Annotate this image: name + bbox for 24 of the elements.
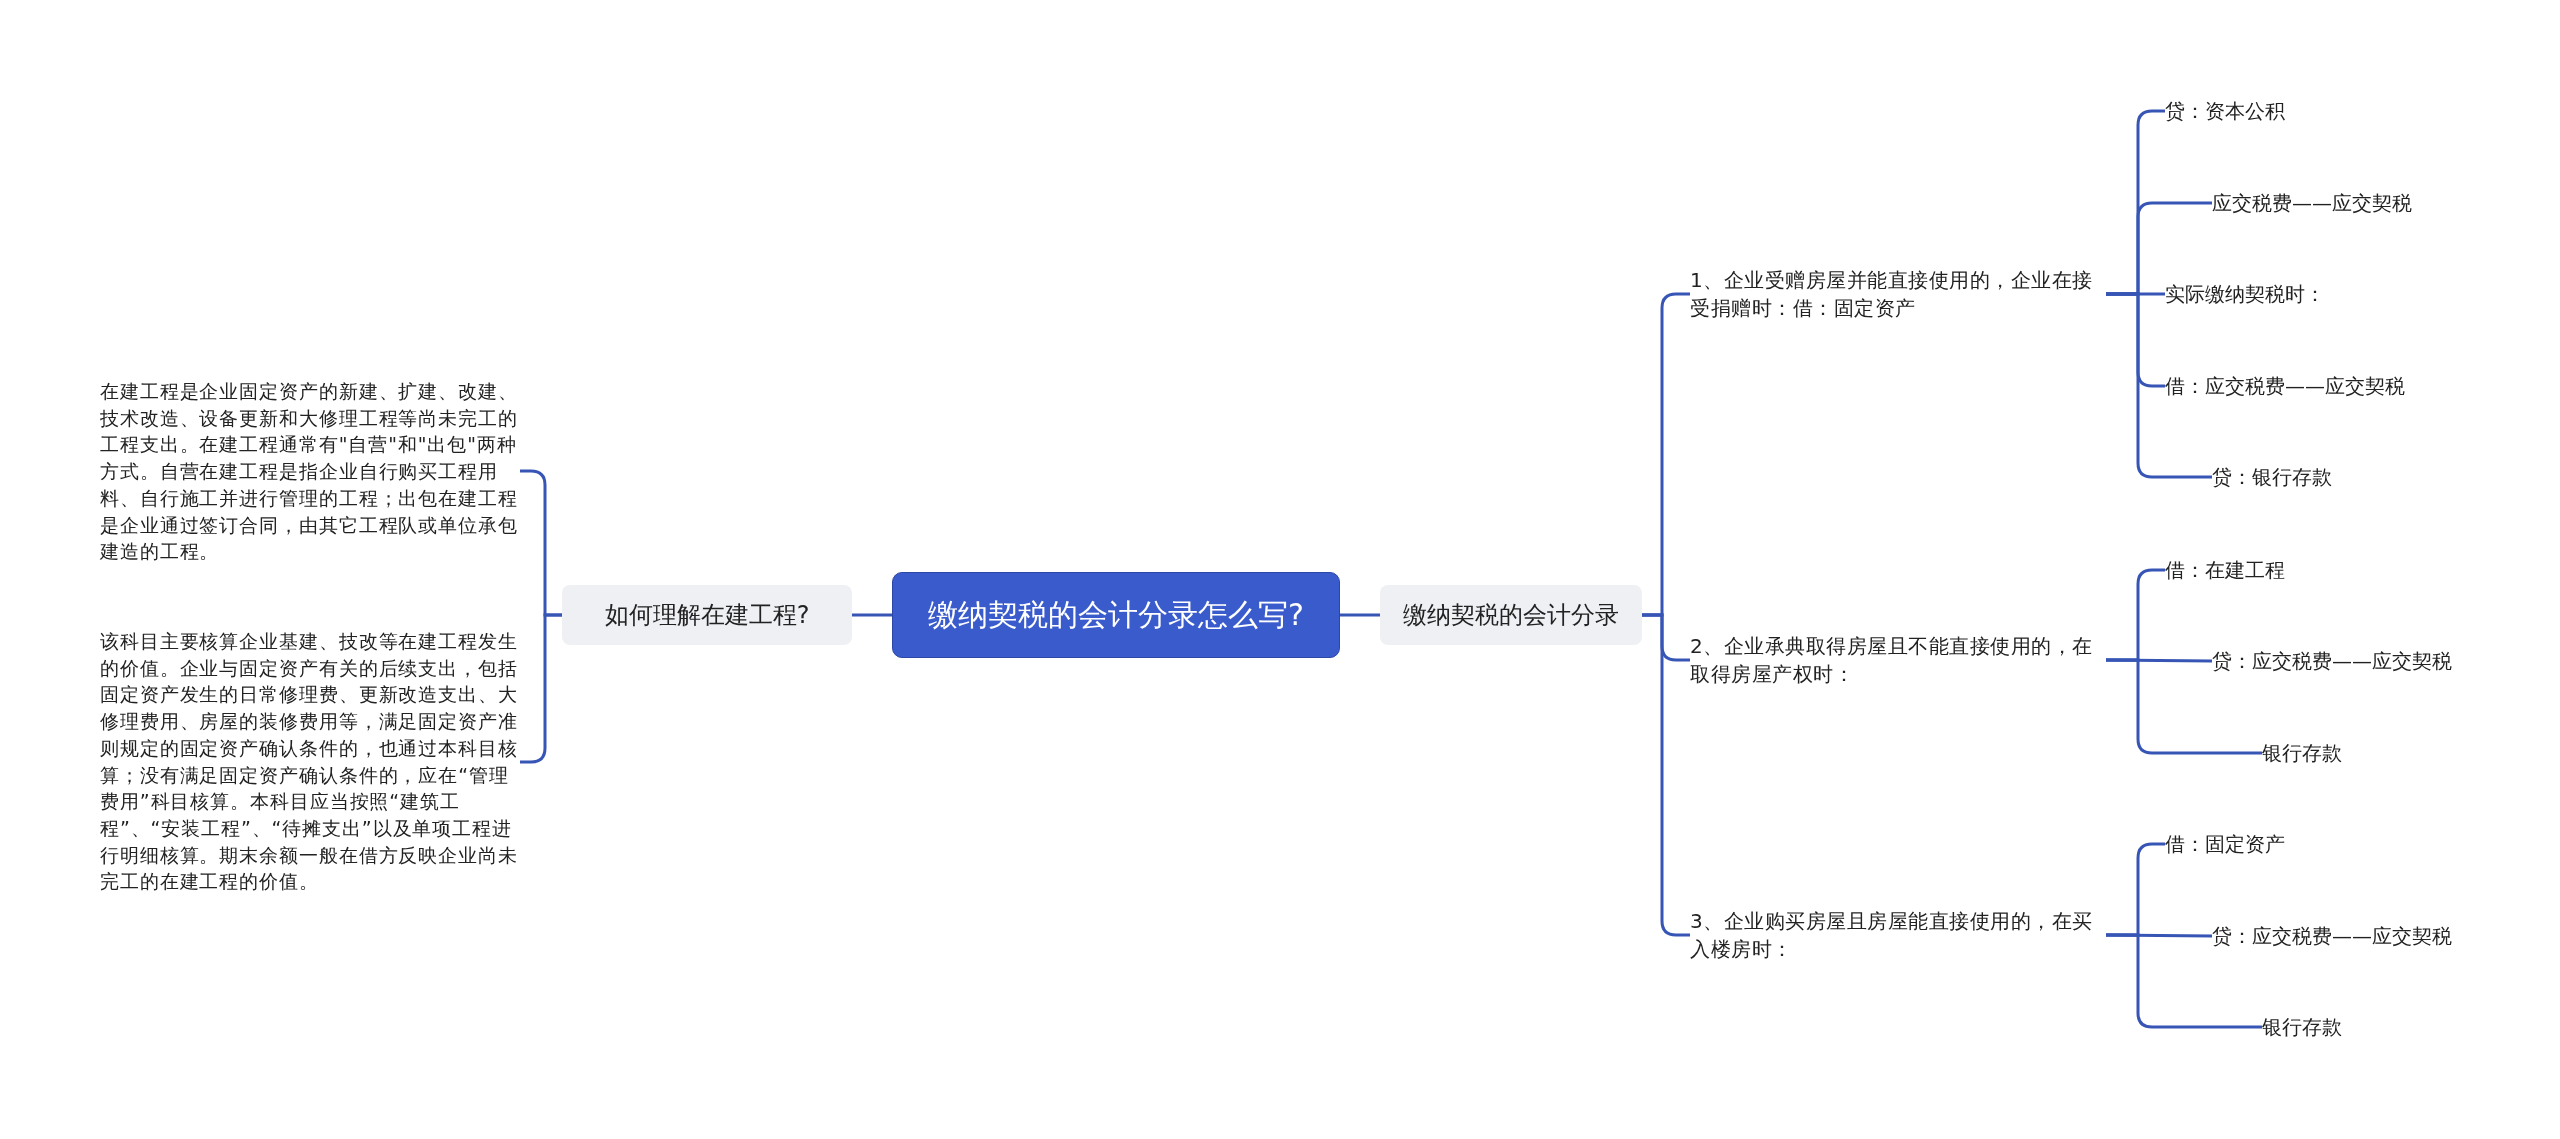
central-topic-box: 缴纳契税的会计分录怎么写? bbox=[892, 572, 1340, 658]
topic-box: 缴纳契税的会计分录 bbox=[1380, 585, 1642, 645]
topic-box: 如何理解在建工程? bbox=[562, 585, 852, 645]
entry-text: 贷：应交税费——应交契税 bbox=[2212, 647, 2452, 675]
entry-text: 贷：银行存款 bbox=[2212, 463, 2332, 491]
entry-text: 借：固定资产 bbox=[2165, 830, 2285, 858]
entry-text: 实际缴纳契税时： bbox=[2165, 280, 2325, 308]
connector-line bbox=[1340, 613, 1380, 617]
entry-text: 应交税费——应交契税 bbox=[2212, 189, 2412, 217]
subtopic-text: 3、企业购买房屋且房屋能直接使用的，在买入楼房时： bbox=[1690, 907, 2106, 963]
subtopic-text: 1、企业受赠房屋并能直接使用的，企业在接受捐赠时：借：固定资产 bbox=[1690, 266, 2106, 322]
entry-text: 借：在建工程 bbox=[2165, 556, 2285, 584]
subtopic-text: 2、企业承典取得房屋且不能直接使用的，在取得房屋产权时： bbox=[1690, 632, 2106, 688]
entry-text: 贷：资本公积 bbox=[2165, 97, 2285, 125]
connector-line bbox=[2106, 658, 2262, 755]
paragraph-text: 在建工程是企业固定资产的新建、扩建、改建、技术改造、设备更新和大修理工程等尚未完工的工程支出。在建工程通常有"自营"和"出包"两种方式。自营在建工程是指企业自行购买工程用料、自行施工并进行管理的工程；出包在建工程是企业通过签订合同，由其它工程队或单位承包建造的工程。 bbox=[100, 377, 520, 565]
entry-text: 银行存款 bbox=[2262, 1013, 2342, 1041]
connector-line bbox=[2106, 933, 2262, 1029]
entry-text: 借：应交税费——应交契税 bbox=[2165, 372, 2405, 400]
entry-text: 贷：应交税费——应交契税 bbox=[2212, 922, 2452, 950]
entry-text: 银行存款 bbox=[2262, 739, 2342, 767]
paragraph-text: 该科目主要核算企业基建、技改等在建工程发生的价值。企业与固定资产有关的后续支出，包括固定资产发生的日常修理费、更新改造支出、大修理费用、房屋的装修费用等，满足固定资产准则规定的固定资产确认条件的，也通过本科目核算；没有满足固定资产确认条件的，应在“管理费用”科目核算。本科目应当按照“建筑工程”、“安装工程”、“待摊支出”以及单项工程进行明细核算。期末余额一般在借方反映企业尚未完工的在建工程的价值。 bbox=[100, 628, 520, 896]
connector-line bbox=[852, 613, 892, 617]
connector-line bbox=[2106, 292, 2212, 479]
